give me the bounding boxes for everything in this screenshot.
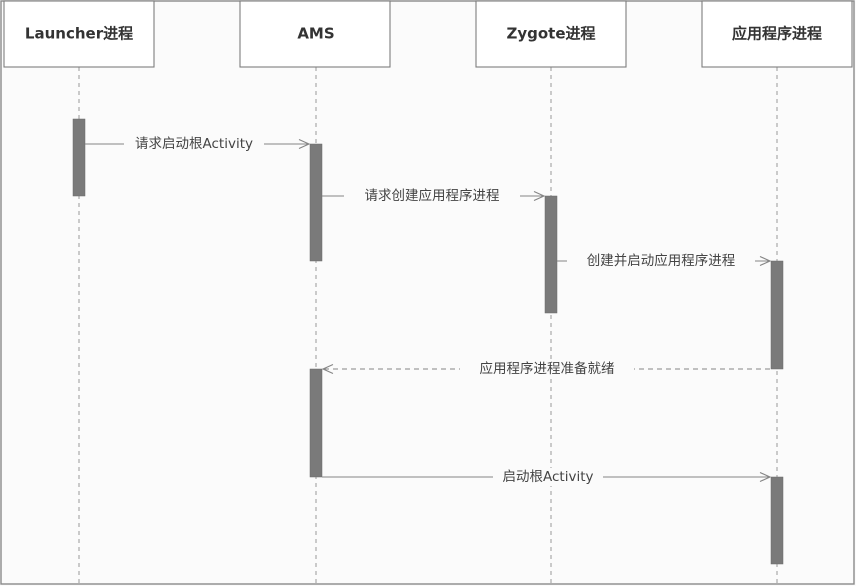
message-2: 请求创建应用程序进程 [322,187,546,205]
participant-ams: AMS [239,0,391,68]
message-5-label-bg [493,468,603,486]
message-2-label-bg [344,187,520,205]
participant-zygote: Zygote进程 [475,0,627,68]
message-3-arrowhead [759,255,772,267]
message-5-arrowhead [759,471,772,483]
activation-zygote [544,195,558,314]
message-3: 创建并启动应用程序进程 [557,252,772,270]
message-5-label: 启动根Activity [503,469,594,485]
message-3-label-bg [567,252,755,270]
message-1-label: 请求启动根Activity [135,136,253,152]
activation-launcher [72,118,86,197]
message-5: 启动根Activity [322,468,772,486]
message-4-label: 应用程序进程准备就绪 [480,360,615,377]
participant-label-app: 应用程序进程 [732,25,822,43]
participant-box-app [701,0,853,68]
message-2-label: 请求创建应用程序进程 [365,187,500,204]
message-4-label-bg [460,360,634,378]
participant-label-zygote: Zygote进程 [506,25,595,43]
participant-box-launcher [3,0,155,68]
participant-box-zygote [475,0,627,68]
message-4: 应用程序进程准备就绪 [321,360,770,378]
message-3-label: 创建并启动应用程序进程 [587,252,736,269]
message-2-arrowhead [533,190,546,202]
participant-label-launcher: Launcher进程 [25,25,133,43]
message-1-label-bg [124,135,264,153]
participant-box-ams [239,0,391,68]
message-4-arrowhead [321,363,334,375]
message-1: 请求启动根Activity [85,135,311,153]
activation-ams-1 [309,143,323,262]
activation-app-2 [770,476,784,565]
participant-label-ams: AMS [297,25,334,43]
message-1-arrowhead [298,138,311,150]
participant-launcher: Launcher进程 [3,0,155,68]
activation-app-1 [770,260,784,370]
activation-ams-2 [309,368,323,478]
participant-app: 应用程序进程 [701,0,853,68]
